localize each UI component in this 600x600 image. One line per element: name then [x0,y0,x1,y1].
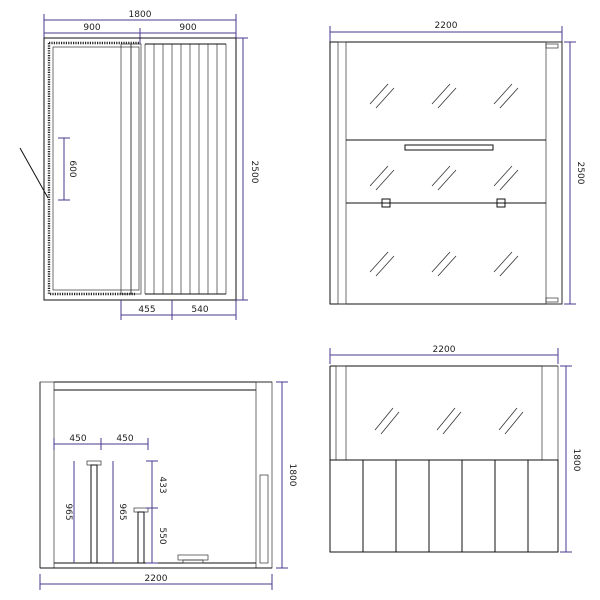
dim-bench-a: 450 [69,434,86,444]
dim-bottom-left: 455 [138,305,155,315]
dim-bench-b: 450 [116,434,133,444]
side-right-post [541,365,559,461]
side-left-post [335,365,347,461]
lower-bench-support [137,511,145,564]
glass-reflection-marks [369,83,519,277]
dim-half-right: 900 [179,23,196,33]
lower-bench-top [133,507,149,513]
door-hinge [496,198,506,208]
heater-top [177,554,209,561]
front-outer-frame [329,41,563,305]
dim-front-height: 2500 [575,162,585,185]
plan-outer-wall [43,37,237,301]
side-lower-panel [329,459,559,553]
side-panel-slats [362,460,529,552]
dim-side-height: 1800 [571,449,581,472]
heater-base [182,559,204,564]
dim-side-width: 2200 [433,345,456,355]
front-right-post [545,41,563,305]
section-view: 450 450 965 965 433 550 1800 2200 [39,381,297,590]
top-plan-view: 1800 900 900 2 [19,10,259,320]
dim-h1: 965 [63,503,73,520]
dim-h4: 550 [157,527,167,544]
front-left-post [337,41,347,305]
dim-h2: 965 [117,503,127,520]
dim-depth: 2500 [249,161,259,184]
plan-bench-inner [52,46,140,291]
dim-section-width: 2200 [145,574,168,584]
front-elevation-view: 2200 2500 [329,21,585,305]
dim-total-width: 1800 [129,10,152,20]
door-hinge [381,198,391,208]
upper-bench-top [86,460,102,466]
side-elevation-view: 2200 1800 [329,345,581,553]
dim-bottom-right: 540 [191,305,208,315]
dim-h3: 433 [157,476,167,493]
side-glass-marks [374,407,524,435]
plan-hatched-bench [47,41,139,296]
leader-line [19,147,49,199]
plan-wall-slats [120,43,227,295]
section-left-wall [39,381,55,569]
dim-half-left: 900 [83,23,100,33]
dim-inner-height: 600 [67,160,77,177]
dim-section-height: 1800 [287,464,297,487]
section-door-panel [259,474,269,564]
front-post-base [545,297,559,303]
dim-front-width: 2200 [435,21,458,31]
front-post-cap [545,43,559,49]
door-handle [404,144,494,151]
upper-bench-support [90,464,98,564]
